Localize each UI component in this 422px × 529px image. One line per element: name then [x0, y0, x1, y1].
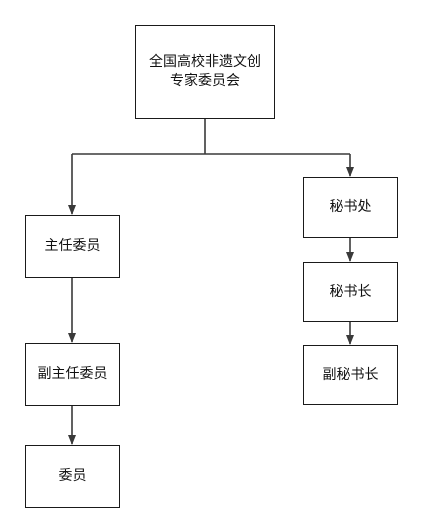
- node-director-label: 主任委员: [44, 238, 101, 254]
- node-director: 主任委员: [25, 215, 120, 278]
- node-root-line2: 专家委员会: [170, 73, 240, 89]
- node-root-text: 全国高校非遗文创 专家委员会: [149, 53, 261, 91]
- node-deputy-director: 副主任委员: [25, 343, 120, 406]
- node-deputy-secretary-general-label: 副秘书长: [322, 366, 379, 383]
- node-root-line1: 全国高校非遗文创: [149, 54, 261, 70]
- node-secretariat: 秘书处: [303, 177, 398, 238]
- node-secretariat-label: 秘书处: [329, 199, 372, 215]
- node-secretary-general-label: 秘书长: [329, 283, 372, 300]
- node-member: 委员: [25, 445, 120, 508]
- node-deputy-director-label: 副主任委员: [37, 366, 108, 382]
- node-secretary-general: 秘书长: [303, 262, 398, 322]
- node-deputy-secretary-general: 副秘书长: [303, 345, 398, 405]
- node-root: 全国高校非遗文创 专家委员会: [135, 25, 275, 119]
- node-member-label: 委员: [58, 468, 87, 484]
